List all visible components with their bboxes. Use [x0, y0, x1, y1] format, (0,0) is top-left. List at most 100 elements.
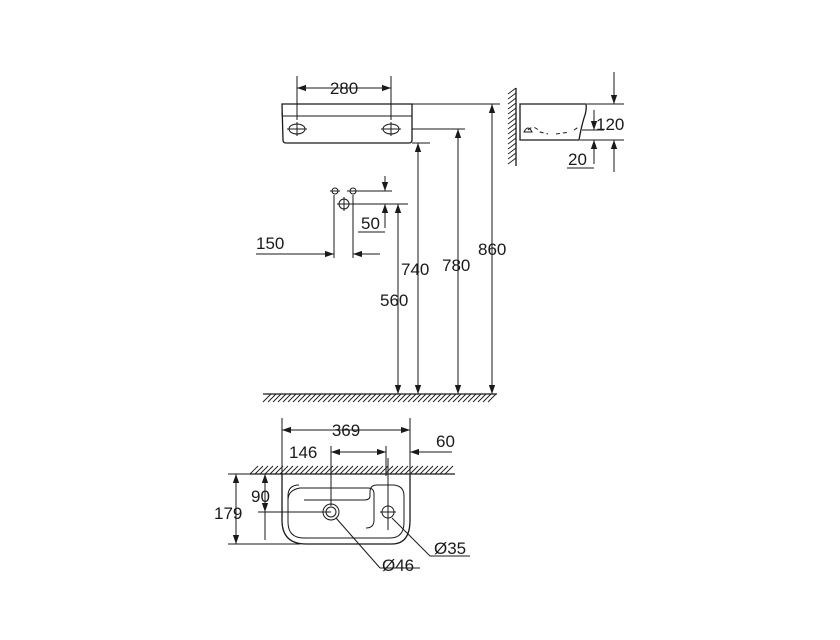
floor-hatch-stroke [427, 393, 437, 403]
wall-hatch-stroke [284, 465, 294, 475]
floor-hatch-stroke [417, 393, 427, 403]
floor-hatch-stroke [442, 393, 452, 403]
floor-hatch-stroke [377, 393, 387, 403]
depth-120-label: 120 [596, 115, 624, 134]
floor-hatch-stroke [382, 393, 392, 403]
floor-hatch-stroke [367, 393, 377, 403]
waste-diameter-label: Ø46 [382, 556, 414, 575]
wall-hatch-stroke [429, 465, 439, 475]
waste-diameter-leader [335, 517, 381, 569]
floor-line [262, 393, 497, 403]
wall-hatch-stroke [507, 147, 517, 155]
wall-hatch-stroke [374, 465, 384, 475]
height-860-label: 860 [478, 240, 506, 259]
rim-20-label: 20 [568, 150, 587, 169]
wall-hatch-stroke [419, 465, 429, 475]
connection-small-left [330, 187, 340, 195]
wall-hatch-stroke [254, 465, 264, 475]
floor-hatch-stroke [482, 393, 492, 403]
wall-hatch-stroke [309, 465, 319, 475]
wall-hatch-stroke [507, 152, 517, 160]
floor-hatch-stroke [402, 393, 412, 403]
floor-hatch-stroke [477, 393, 487, 403]
wall-hatch-stroke [294, 465, 304, 475]
wall-hatch-stroke [344, 465, 354, 475]
floor-hatch-stroke [467, 393, 477, 403]
fixing-hole-left [287, 122, 307, 136]
wall-hatch-stroke [269, 465, 279, 475]
wall-hatch-stroke [334, 465, 344, 475]
tap-diameter-leader [391, 517, 431, 557]
basin-side-outline [519, 103, 587, 141]
basin-plan-outline [281, 474, 411, 545]
wall-hatch-stroke [507, 87, 517, 95]
wall-hatch-stroke [279, 465, 289, 475]
floor-hatch-stroke [322, 393, 332, 403]
wall-hatch-stroke [507, 92, 517, 100]
floor-hatch-stroke [472, 393, 482, 403]
height-dimensions: 860 780 740 560 [380, 104, 506, 394]
tap-offset-146-label: 146 [289, 443, 317, 462]
wall-hatch-stroke [507, 117, 517, 125]
connection-detail: 50 150 [256, 176, 408, 258]
floor-hatch-stroke [387, 393, 397, 403]
wall-hatch-stroke [324, 465, 334, 475]
floor-hatch-stroke [282, 393, 292, 403]
wall-hatch-stroke [319, 465, 329, 475]
floor-hatch-stroke [487, 393, 497, 403]
floor-hatch-stroke [357, 393, 367, 403]
height-740-label: 740 [401, 260, 429, 279]
wall-hatch-stroke [359, 465, 369, 475]
wall-hatch-stroke [399, 465, 409, 475]
depth-179-label: 179 [214, 504, 242, 523]
wall-hatch-stroke [444, 465, 454, 475]
wall-hatch-stroke [264, 465, 274, 475]
floor-hatch-stroke [347, 393, 357, 403]
wall-hatch-stroke [507, 122, 517, 130]
wall-hatch-stroke [389, 465, 399, 475]
floor-hatch-stroke [272, 393, 282, 403]
floor-hatch-stroke [297, 393, 307, 403]
floor-hatch-stroke [342, 393, 352, 403]
wall-hatch-stroke [259, 465, 269, 475]
floor-hatch-stroke [437, 393, 447, 403]
floor-hatch-stroke [397, 393, 407, 403]
wall-hatch-stroke [394, 465, 404, 475]
floor-hatch-stroke [452, 393, 462, 403]
floor-hatch-stroke [332, 393, 342, 403]
side-offset-60-label: 60 [436, 432, 455, 451]
width-280-label: 280 [330, 79, 358, 98]
wall-hatch-stroke [314, 465, 324, 475]
overall-width-369-label: 369 [332, 421, 360, 440]
floor-hatch-stroke [317, 393, 327, 403]
spacing-50-label: 50 [361, 214, 380, 233]
wall-hatch-stroke [507, 132, 517, 140]
wall-hatch-stroke [409, 465, 419, 475]
floor-hatch-stroke [432, 393, 442, 403]
floor-hatch-stroke [422, 393, 432, 403]
floor-hatch-stroke [312, 393, 322, 403]
floor-hatch-stroke [307, 393, 317, 403]
floor-hatch-stroke [262, 393, 272, 403]
fixing-hole-right [381, 122, 401, 136]
floor-hatch-stroke [362, 393, 372, 403]
wall-hatch-stroke [507, 112, 517, 120]
floor-hatch-stroke [292, 393, 302, 403]
tap-diameter-label: Ø35 [434, 539, 466, 558]
wall-hatch-stroke [304, 465, 314, 475]
side-view: 120 20 [507, 72, 624, 172]
wall-hatch-stroke [507, 127, 517, 135]
wall-hatch-stroke [507, 142, 517, 150]
height-780-label: 780 [442, 256, 470, 275]
floor-hatch-stroke [457, 393, 467, 403]
wall-hatch-stroke [507, 102, 517, 110]
wall-hatch-stroke [404, 465, 414, 475]
floor-hatch-stroke [352, 393, 362, 403]
basin-bowl-plan [287, 484, 405, 539]
wall-hatch-stroke [339, 465, 349, 475]
wall-hatch-stroke [249, 465, 259, 475]
wall-hatch-stroke [289, 465, 299, 475]
center-depth-90-label: 90 [251, 487, 270, 506]
wall-hatch-stroke [414, 465, 424, 475]
